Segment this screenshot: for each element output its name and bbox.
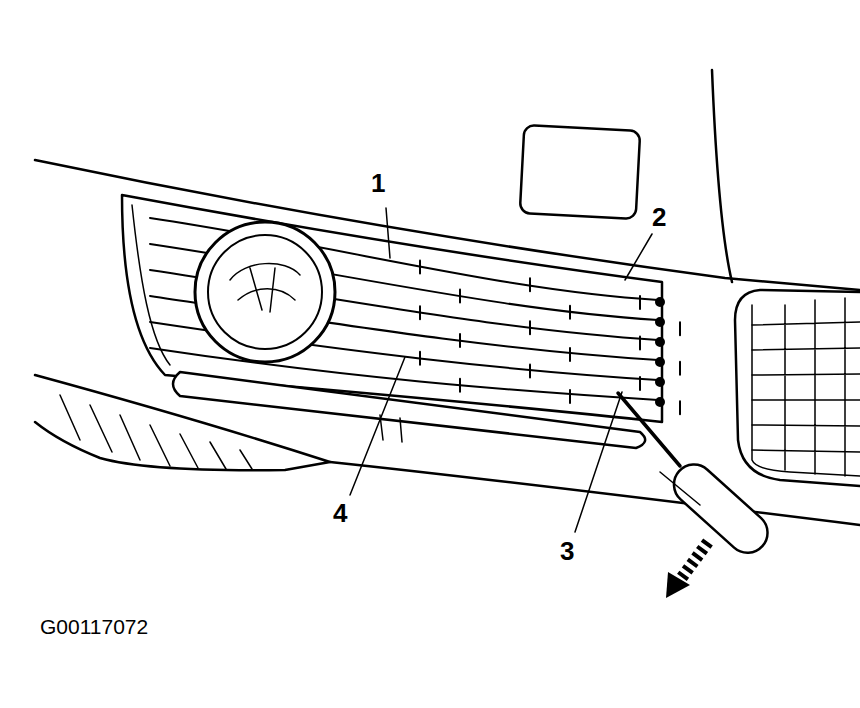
tow-hook-cover xyxy=(520,125,640,219)
slat-rib xyxy=(639,337,641,350)
callout-number: 3 xyxy=(560,538,574,564)
fog-lamp-detail xyxy=(230,264,300,312)
screwdriver-shaft xyxy=(618,393,680,466)
slat-end-clip xyxy=(656,398,664,406)
leader-line xyxy=(350,357,405,495)
direction-arrowhead xyxy=(666,572,690,598)
lower-trim-bar xyxy=(173,372,645,448)
figure-code: G00117072 xyxy=(40,616,148,637)
slat-rib xyxy=(639,296,641,309)
slat-rib xyxy=(569,306,571,319)
slat-rib xyxy=(529,321,531,334)
headlamp-edge xyxy=(712,70,732,282)
leader-line xyxy=(625,234,652,280)
slat-rib xyxy=(459,379,461,392)
slat-rib xyxy=(459,334,461,347)
handle-highlight xyxy=(660,472,700,505)
slat-end-clip xyxy=(656,318,664,326)
slat-end-clip xyxy=(656,378,664,386)
slat-rib xyxy=(569,390,571,403)
slat-end-clip xyxy=(656,358,664,366)
screwdriver-handle xyxy=(666,456,776,561)
lip-hatching xyxy=(60,395,252,469)
fog-lamp-lens xyxy=(208,235,322,349)
leader-line xyxy=(386,208,390,258)
callout-number: 2 xyxy=(652,204,666,230)
lower-lip xyxy=(35,375,330,470)
fog-lamp-bezel xyxy=(195,222,335,362)
center-grille-outline xyxy=(735,290,860,486)
slat-end-clip xyxy=(656,298,664,306)
leader-line xyxy=(575,392,622,532)
slat-rib xyxy=(529,364,531,377)
slat-end-clip xyxy=(656,338,664,346)
direction-arrow-shaft xyxy=(680,542,708,580)
slat-rib xyxy=(459,289,461,302)
bumper-detail xyxy=(380,415,402,442)
slat-rib xyxy=(679,362,681,375)
slat-rib xyxy=(419,306,421,319)
callout-number: 1 xyxy=(371,170,385,196)
center-grille-mesh xyxy=(752,298,860,476)
grille-inner-edge xyxy=(132,205,170,365)
slat-rib xyxy=(679,401,681,414)
slat-rib xyxy=(679,322,681,335)
slat-rib xyxy=(639,377,641,390)
slat-rib xyxy=(569,348,571,361)
slat-rib xyxy=(419,352,421,365)
slat-rib xyxy=(419,261,421,274)
callout-number: 4 xyxy=(333,500,347,526)
slat-rib xyxy=(529,278,531,291)
